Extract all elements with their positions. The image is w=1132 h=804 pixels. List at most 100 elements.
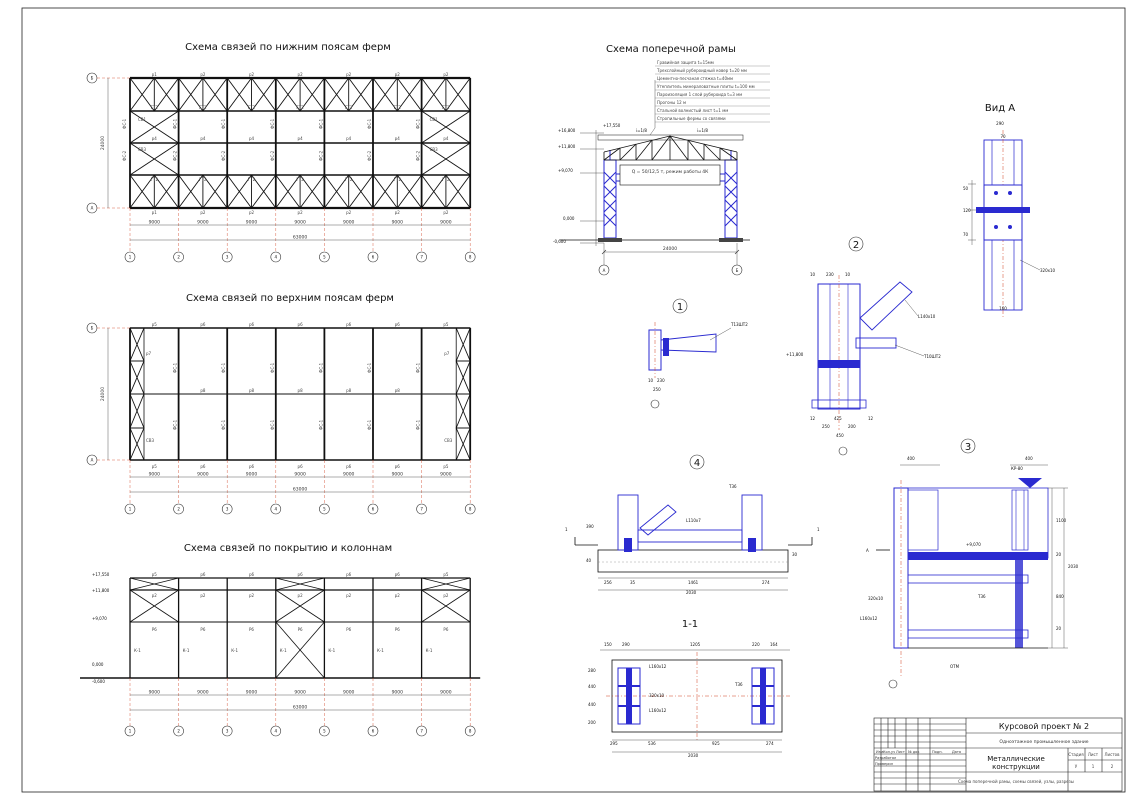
axis-marker <box>319 251 330 263</box>
p3-elev: +9,070 <box>92 616 107 621</box>
axis-number: 4 <box>275 507 278 512</box>
bay-dim: 9000 <box>197 220 209 226</box>
p3-mid-label: р2 <box>298 593 304 598</box>
s11-dim-536: 536 <box>648 741 656 746</box>
p1-fs-edge: ФС-1 <box>122 118 127 129</box>
p2-top-label: р6 <box>298 322 304 327</box>
axis-number: 7 <box>420 255 423 260</box>
s11-dim-925: 925 <box>712 741 720 746</box>
p2-fs-label: ФС-1 <box>173 419 178 430</box>
detail-1-num: 1 <box>677 302 683 313</box>
axis-number: 6 <box>372 507 375 512</box>
p3-top-label: р6 <box>298 572 304 577</box>
p2-r7-label: р7 <box>444 351 450 356</box>
p1-fs-label: ФС-1 <box>270 118 275 129</box>
stamp-project: Курсовой проект № 2 <box>999 722 1089 731</box>
p1-top-label: р2 <box>443 72 449 77</box>
p2-top-label: р6 <box>346 322 352 327</box>
frame-note: Утеплитель минераловатные плиты t=100 мм <box>657 84 755 89</box>
bay-dim: 9000 <box>197 472 209 478</box>
p3-top-label: р6 <box>395 572 401 577</box>
p1-p4-label: р4 <box>395 136 401 141</box>
row-axis-b-label: Б <box>91 326 94 331</box>
p3-b6-label: Р6 <box>152 627 157 632</box>
p2-top-label: р6 <box>200 322 206 327</box>
p2-bot-label: р5 <box>152 464 158 469</box>
axis-number: 3 <box>226 255 229 260</box>
stamp-sheet-h: Лист <box>1088 752 1099 757</box>
slope-right: i=1/8 <box>697 128 708 133</box>
plan-top-chord: р5р5р6р6р8р6р6р8р6р6р8р6р6р8р6р6р8р5р5ФС… <box>86 322 472 469</box>
p2-top-label: р6 <box>395 322 401 327</box>
frame-note: Гравийная защита t=15мм <box>657 60 714 65</box>
d4-dim-1461: 1461 <box>688 580 699 585</box>
slope-left: i=1/8 <box>636 128 647 133</box>
p1-gt-label: ГТ2 <box>151 177 159 182</box>
d2-dim-12b: 12 <box>868 416 874 421</box>
axis-number: 7 <box>420 507 423 512</box>
p3-top-label: р6 <box>200 572 206 577</box>
total-dim: 63000 <box>293 705 307 711</box>
p1-top-label: р2 <box>200 72 206 77</box>
s11-plate: 320х10 <box>649 693 665 698</box>
d4-dim-40: 40 <box>586 558 592 563</box>
p1-fs-label: ФС-2 <box>318 150 323 161</box>
p3-elev: +17,550 <box>92 572 110 577</box>
p1-bot-label: р2 <box>395 210 401 215</box>
axis-number: 8 <box>469 507 472 512</box>
span-dim: 24000 <box>100 136 106 150</box>
s11-dim-2030: 2030 <box>688 753 699 758</box>
frame-span: 24000 <box>663 246 677 252</box>
axis-number: 3 <box>226 729 229 734</box>
p1-bot-label: р1 <box>152 210 158 215</box>
d2-dim-450: 450 <box>836 433 844 438</box>
p1-bot-label: р2 <box>249 210 255 215</box>
bay-dim: 9000 <box>343 472 355 478</box>
axis-number: 1 <box>129 507 132 512</box>
d4-section-mark-l: 1 <box>565 527 568 532</box>
axis-marker <box>416 251 427 263</box>
bay-dim: 9000 <box>149 220 161 226</box>
detail-4: 4 1 1 Т36 L110х7 256 35 1461 274 2030 39… <box>565 454 820 595</box>
axis-number: 2 <box>177 255 180 260</box>
p1-gt-label: ГТ2 <box>151 105 159 110</box>
stamp-sheets-h: Листов <box>1105 752 1121 757</box>
s11-dim-295: 295 <box>610 741 618 746</box>
p3-top-label: р5 <box>152 572 158 577</box>
axis-marker <box>270 503 282 515</box>
frame-elev-0600: -0,600 <box>553 239 566 244</box>
d3-elev: +9,070 <box>966 542 981 547</box>
bay-dim: 9000 <box>343 220 355 226</box>
d3-otm: ОТМ <box>950 664 960 669</box>
p1-bot-label: р2 <box>443 210 449 215</box>
p1-gt-label: ГТ2 <box>394 105 402 110</box>
bay-dim: 9000 <box>343 690 355 696</box>
axis-marker <box>367 503 379 515</box>
title-top-chord: Схема связей по верхним поясам ферм <box>186 293 394 304</box>
va-dim-120: 120 <box>963 208 971 213</box>
stamp-stage: У <box>1075 764 1078 769</box>
p3-k1-label: К-1 <box>280 648 287 653</box>
p2-bot-label: р6 <box>298 464 304 469</box>
frame-elev-0000: 0,000 <box>563 216 575 221</box>
d3-plate: 320х10 <box>868 596 884 601</box>
stamp-sheet: 1 <box>1092 764 1095 769</box>
d3-dim-2030: 2030 <box>1068 564 1079 569</box>
s11-t36: Т36 <box>734 682 743 687</box>
p2-bot-label: р6 <box>249 464 255 469</box>
axis-number: 6 <box>372 255 375 260</box>
p2-mid-label: р8 <box>298 388 304 393</box>
axis-marker <box>124 251 136 263</box>
frame-axis-b: Б <box>736 268 739 273</box>
frame-note: Стропильные фермы со связями <box>657 116 726 121</box>
p3-b6-label: Р6 <box>346 627 351 632</box>
d4-dim-35: 35 <box>630 580 636 585</box>
p1-top-label: р2 <box>346 72 352 77</box>
s11-dim-220: 220 <box>752 642 760 647</box>
axis-number: 2 <box>177 729 180 734</box>
stamp-col-doc: № док <box>908 750 919 754</box>
axis-marker <box>173 725 184 737</box>
axis-marker <box>270 251 282 263</box>
axis-marker <box>221 725 233 737</box>
p3-k1-label: К-1 <box>134 648 141 653</box>
